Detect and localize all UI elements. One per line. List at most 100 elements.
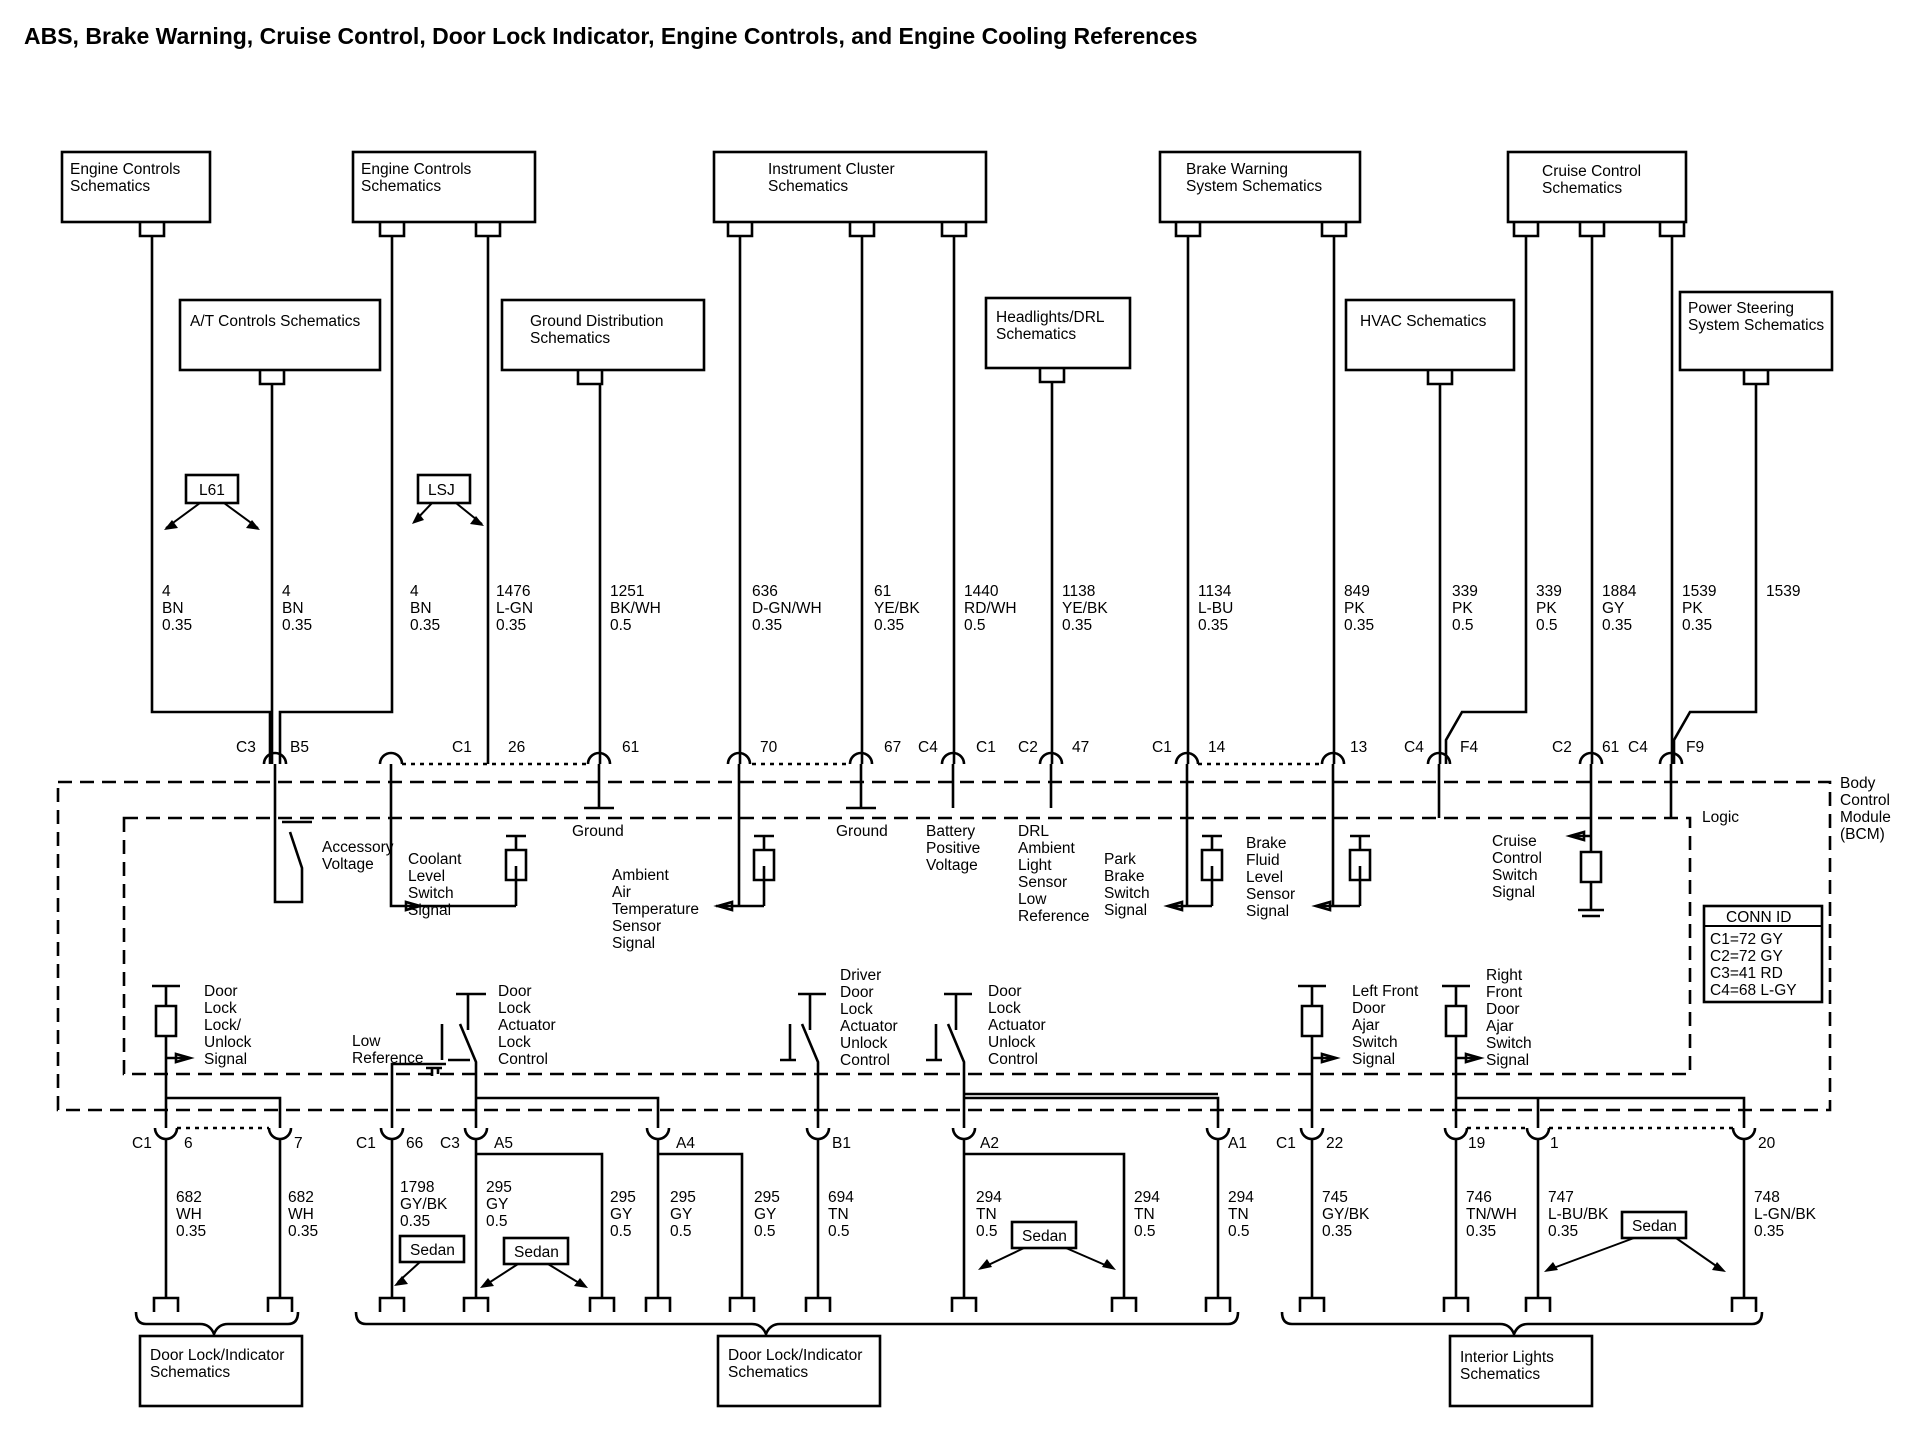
svg-text:61: 61: [622, 739, 639, 756]
svg-text:Level: Level: [1246, 869, 1283, 886]
svg-text:0.5: 0.5: [828, 1223, 850, 1240]
svg-text:0.35: 0.35: [1344, 617, 1374, 634]
svg-text:System Schematics: System Schematics: [1688, 317, 1824, 334]
svg-text:0.5: 0.5: [670, 1223, 692, 1240]
svg-text:C1: C1: [1276, 1135, 1296, 1152]
svg-text:Front: Front: [1486, 984, 1523, 1001]
svg-text:Control: Control: [988, 1051, 1038, 1068]
svg-text:Module: Module: [1840, 809, 1891, 826]
svg-text:682: 682: [288, 1189, 314, 1206]
svg-text:Sedan: Sedan: [1022, 1228, 1067, 1245]
svg-text:Low: Low: [1018, 891, 1047, 908]
svg-text:4: 4: [282, 583, 291, 600]
bottom-wires: [164, 1139, 1746, 1298]
svg-text:Park: Park: [1104, 851, 1136, 868]
svg-text:TN: TN: [828, 1206, 849, 1223]
svg-text:TN: TN: [1134, 1206, 1155, 1223]
svg-text:GY: GY: [670, 1206, 692, 1223]
svg-text:BN: BN: [162, 600, 184, 617]
svg-text:0.35: 0.35: [410, 617, 440, 634]
svg-text:0.35: 0.35: [1466, 1223, 1496, 1240]
svg-text:Low: Low: [352, 1033, 381, 1050]
svg-text:Sensor: Sensor: [612, 918, 661, 935]
svg-text:(BCM): (BCM): [1840, 826, 1885, 843]
ref-box-at-controls[interactable]: A/T Controls Schematics: [178, 298, 382, 372]
option-tag-sedan-1: Sedan: [394, 1234, 466, 1286]
svg-text:0.5: 0.5: [610, 617, 632, 634]
svg-text:C1: C1: [132, 1135, 152, 1152]
option-tag-sedan-2: Sedan: [480, 1236, 588, 1288]
ref-box-cruise-control[interactable]: Cruise Control Schematics: [1506, 150, 1688, 224]
svg-text:Schematics: Schematics: [728, 1364, 808, 1381]
svg-text:0.35: 0.35: [1754, 1223, 1784, 1240]
svg-text:694: 694: [828, 1189, 854, 1206]
svg-text:C1: C1: [1152, 739, 1172, 756]
svg-text:C1=72 GY: C1=72 GY: [1710, 931, 1783, 948]
ref-box-headlights-drl[interactable]: Headlights/DRL Schematics: [984, 296, 1132, 370]
ref-box-power-steering[interactable]: Power Steering System Schematics: [1678, 290, 1834, 372]
option-tag-lsj: LSJ: [412, 473, 484, 526]
svg-text:PK: PK: [1452, 600, 1473, 617]
svg-text:Power Steering: Power Steering: [1688, 300, 1794, 317]
svg-text:DRL: DRL: [1018, 823, 1049, 840]
bcm-module: Body Control Module (BCM) Logic: [56, 775, 1891, 1112]
svg-text:0.5: 0.5: [976, 1223, 998, 1240]
svg-text:Sensor: Sensor: [1246, 886, 1295, 903]
svg-text:Schematics: Schematics: [70, 178, 150, 195]
svg-text:Door: Door: [498, 983, 532, 1000]
svg-text:Door Lock/Indicator: Door Lock/Indicator: [728, 1347, 862, 1364]
svg-text:Unlock: Unlock: [204, 1034, 252, 1051]
svg-text:0.5: 0.5: [1228, 1223, 1250, 1240]
svg-text:0.5: 0.5: [1452, 617, 1474, 634]
ref-box-interior-lights[interactable]: Interior Lights Schematics: [1448, 1334, 1594, 1408]
svg-text:0.35: 0.35: [1198, 617, 1228, 634]
svg-text:Signal: Signal: [1246, 903, 1289, 920]
ref-box-instrument-cluster[interactable]: Instrument Cluster Schematics: [712, 150, 988, 224]
svg-text:PK: PK: [1682, 600, 1703, 617]
svg-text:Sedan: Sedan: [514, 1244, 559, 1261]
svg-text:YE/BK: YE/BK: [1062, 600, 1108, 617]
internal-bottom-circuits: [152, 984, 1746, 1128]
svg-text:13: 13: [1350, 739, 1367, 756]
svg-text:A5: A5: [494, 1135, 513, 1152]
svg-text:GY/BK: GY/BK: [400, 1196, 448, 1213]
svg-text:0.35: 0.35: [874, 617, 904, 634]
svg-text:339: 339: [1536, 583, 1562, 600]
bottom-connector-stubs: [134, 1296, 1764, 1338]
svg-text:Battery: Battery: [926, 823, 975, 840]
internal-bottom-labels: Door Lock Lock/ Unlock Signal Low Refere…: [204, 967, 1532, 1069]
ref-box-door-lock-indicator-2[interactable]: Door Lock/Indicator Schematics: [716, 1334, 882, 1408]
svg-text:CONN ID: CONN ID: [1726, 909, 1791, 926]
svg-text:PK: PK: [1536, 600, 1557, 617]
svg-text:61: 61: [1602, 739, 1619, 756]
svg-text:Signal: Signal: [1104, 902, 1147, 919]
ref-box-door-lock-indicator-1[interactable]: Door Lock/Indicator Schematics: [138, 1334, 304, 1408]
svg-text:0.5: 0.5: [754, 1223, 776, 1240]
svg-text:Switch: Switch: [1492, 867, 1538, 884]
svg-text:1134: 1134: [1198, 583, 1232, 600]
svg-text:BN: BN: [410, 600, 432, 617]
ref-box-hvac[interactable]: HVAC Schematics: [1344, 298, 1516, 372]
svg-text:TN: TN: [976, 1206, 997, 1223]
svg-text:Control: Control: [1840, 792, 1890, 809]
svg-text:47: 47: [1072, 739, 1089, 756]
svg-text:Sensor: Sensor: [1018, 874, 1067, 891]
svg-text:0.35: 0.35: [1548, 1223, 1578, 1240]
svg-text:Actuator: Actuator: [840, 1018, 898, 1035]
svg-text:295: 295: [610, 1189, 636, 1206]
svg-text:295: 295: [754, 1189, 780, 1206]
ref-box-engine-controls-2[interactable]: Engine Controls Schematics: [351, 150, 537, 224]
svg-text:636: 636: [752, 583, 778, 600]
svg-text:LSJ: LSJ: [428, 482, 455, 499]
ref-box-engine-controls-1[interactable]: Engine Controls Schematics: [60, 150, 212, 224]
svg-text:0.35: 0.35: [1062, 617, 1092, 634]
svg-text:Cruise Control: Cruise Control: [1542, 163, 1641, 180]
svg-text:4: 4: [162, 583, 171, 600]
svg-text:Schematics: Schematics: [530, 330, 610, 347]
svg-text:Fluid: Fluid: [1246, 852, 1280, 869]
ref-box-brake-warning[interactable]: Brake Warning System Schematics: [1158, 150, 1362, 224]
ref-box-ground-distribution[interactable]: Ground Distribution Schematics: [500, 298, 706, 372]
svg-text:339: 339: [1452, 583, 1478, 600]
svg-text:Reference: Reference: [352, 1050, 424, 1067]
